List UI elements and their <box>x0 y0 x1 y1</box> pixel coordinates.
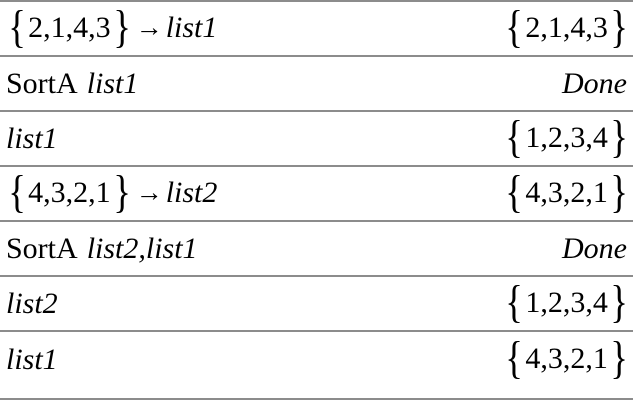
entry-command-name: SortA <box>6 231 78 265</box>
brace-open-icon: { <box>505 166 524 218</box>
history-row[interactable]: list2 {1,2,3,4} <box>0 277 633 332</box>
entry-list-literal: {2,1,4,3} <box>6 1 133 53</box>
brace-close-icon: } <box>610 111 628 163</box>
history-entry[interactable]: list2 <box>6 287 58 321</box>
entry-variable-name: list1 <box>6 121 58 155</box>
result-list-literal: {4,3,2,1} <box>503 332 630 384</box>
result-list-values: 1,2,3,4 <box>525 121 608 155</box>
result-status-text: Done <box>562 66 627 100</box>
history-result[interactable]: Done <box>562 231 630 265</box>
history-row[interactable]: list1 {4,3,2,1} <box>0 332 633 387</box>
brace-open-icon: { <box>505 276 524 328</box>
result-list-values: 2,1,4,3 <box>525 11 608 45</box>
result-status-text: Done <box>562 231 627 265</box>
result-list-literal: {2,1,4,3} <box>503 1 630 53</box>
brace-open-icon: { <box>505 111 524 163</box>
history-entry[interactable]: {4,3,2,1}→list2 <box>6 166 218 218</box>
brace-close-icon: } <box>112 1 131 53</box>
result-list-literal: {1,2,3,4} <box>503 111 630 163</box>
history-result[interactable]: {2,1,4,3} <box>503 1 630 53</box>
result-list-values: 4,3,2,1 <box>525 176 608 210</box>
brace-close-icon: } <box>610 332 628 384</box>
history-row[interactable]: {2,1,4,3}→list1{2,1,4,3} <box>0 2 633 57</box>
brace-open-icon: { <box>505 1 524 53</box>
entry-list-literal: {4,3,2,1} <box>6 166 133 218</box>
history-result[interactable]: {4,3,2,1} <box>503 332 630 384</box>
brace-close-icon: } <box>610 166 628 218</box>
brace-close-icon: } <box>610 276 628 328</box>
entry-command-arguments: list1 <box>86 66 139 100</box>
history-result[interactable]: {1,2,3,4} <box>503 276 630 328</box>
history-row[interactable]: {4,3,2,1}→list2{4,3,2,1} <box>0 167 633 222</box>
brace-open-icon: { <box>8 1 26 53</box>
entry-target-variable: list2 <box>165 176 218 210</box>
store-arrow-icon: → <box>135 176 163 207</box>
entry-command-arguments: list2,list1 <box>86 231 198 265</box>
history-entry[interactable]: list1 <box>6 122 58 156</box>
result-list-literal: {4,3,2,1} <box>503 166 630 218</box>
entry-list-values: 4,3,2,1 <box>28 176 111 210</box>
history-result[interactable]: {1,2,3,4} <box>503 111 630 163</box>
brace-open-icon: { <box>505 332 524 384</box>
result-list-values: 4,3,2,1 <box>525 342 608 376</box>
brace-open-icon: { <box>8 166 26 218</box>
history-row[interactable]: list1 {1,2,3,4} <box>0 112 633 167</box>
brace-close-icon: } <box>610 1 628 53</box>
history-entry[interactable]: {2,1,4,3}→list1 <box>6 1 218 53</box>
brace-close-icon: } <box>112 166 131 218</box>
result-list-literal: {1,2,3,4} <box>503 276 630 328</box>
entry-target-variable: list1 <box>165 11 218 45</box>
result-list-values: 1,2,3,4 <box>525 286 608 320</box>
entry-variable-name: list1 <box>6 342 58 376</box>
store-arrow-icon: → <box>135 11 163 42</box>
entry-list-values: 2,1,4,3 <box>28 11 111 45</box>
history-result[interactable]: {4,3,2,1} <box>503 166 630 218</box>
history-result[interactable]: Done <box>562 66 630 100</box>
history-entry[interactable]: list1 <box>6 343 58 377</box>
entry-command-name: SortA <box>6 66 78 100</box>
entry-variable-name: list2 <box>6 286 58 320</box>
